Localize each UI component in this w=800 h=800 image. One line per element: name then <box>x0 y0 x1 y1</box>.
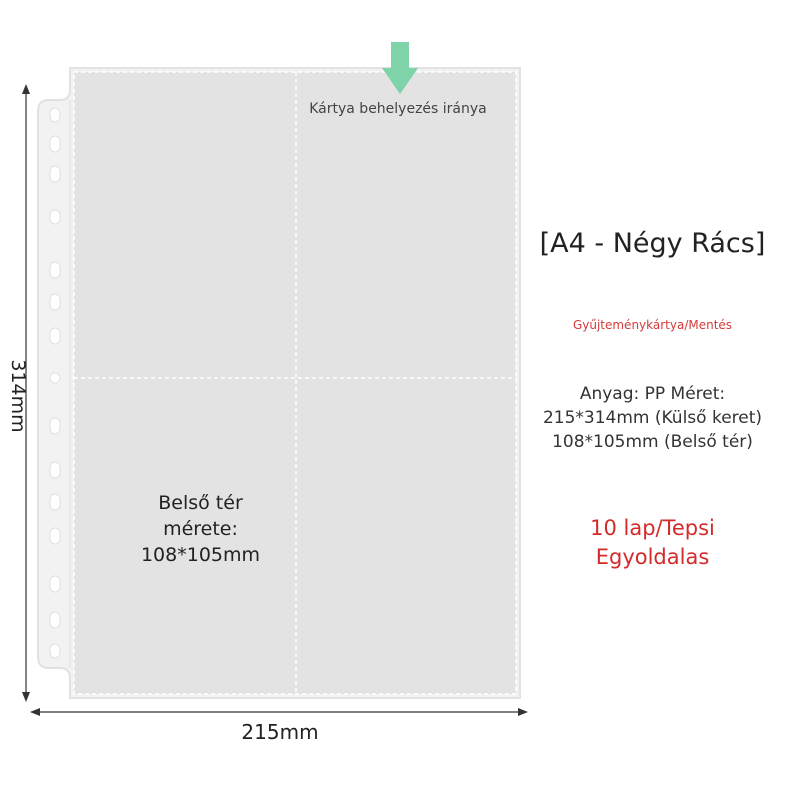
height-label: 314mm <box>7 359 29 433</box>
product-title: [A4 - Négy Rács] <box>539 228 766 259</box>
product-subtitle: Gyűjteménykártya/Mentés <box>572 318 733 332</box>
width-label: 215mm <box>241 720 319 744</box>
binder-holes <box>49 107 61 659</box>
height-dimension-line <box>22 84 30 702</box>
inner-size-label: Belső tér mérete: 108*105mm <box>140 492 261 566</box>
insert-arrow-icon <box>382 42 418 94</box>
product-spec: Anyag: PP Méret: 215*314mm (Külső keret)… <box>542 384 763 452</box>
pocket-area <box>74 72 516 694</box>
width-dimension-line <box>30 708 528 716</box>
pocket-stitching <box>73 71 517 695</box>
insert-direction-label: Kártya behelyezés iránya <box>309 101 487 117</box>
pages-info: 10 lap/Tepsi Egyoldalas <box>590 516 715 569</box>
